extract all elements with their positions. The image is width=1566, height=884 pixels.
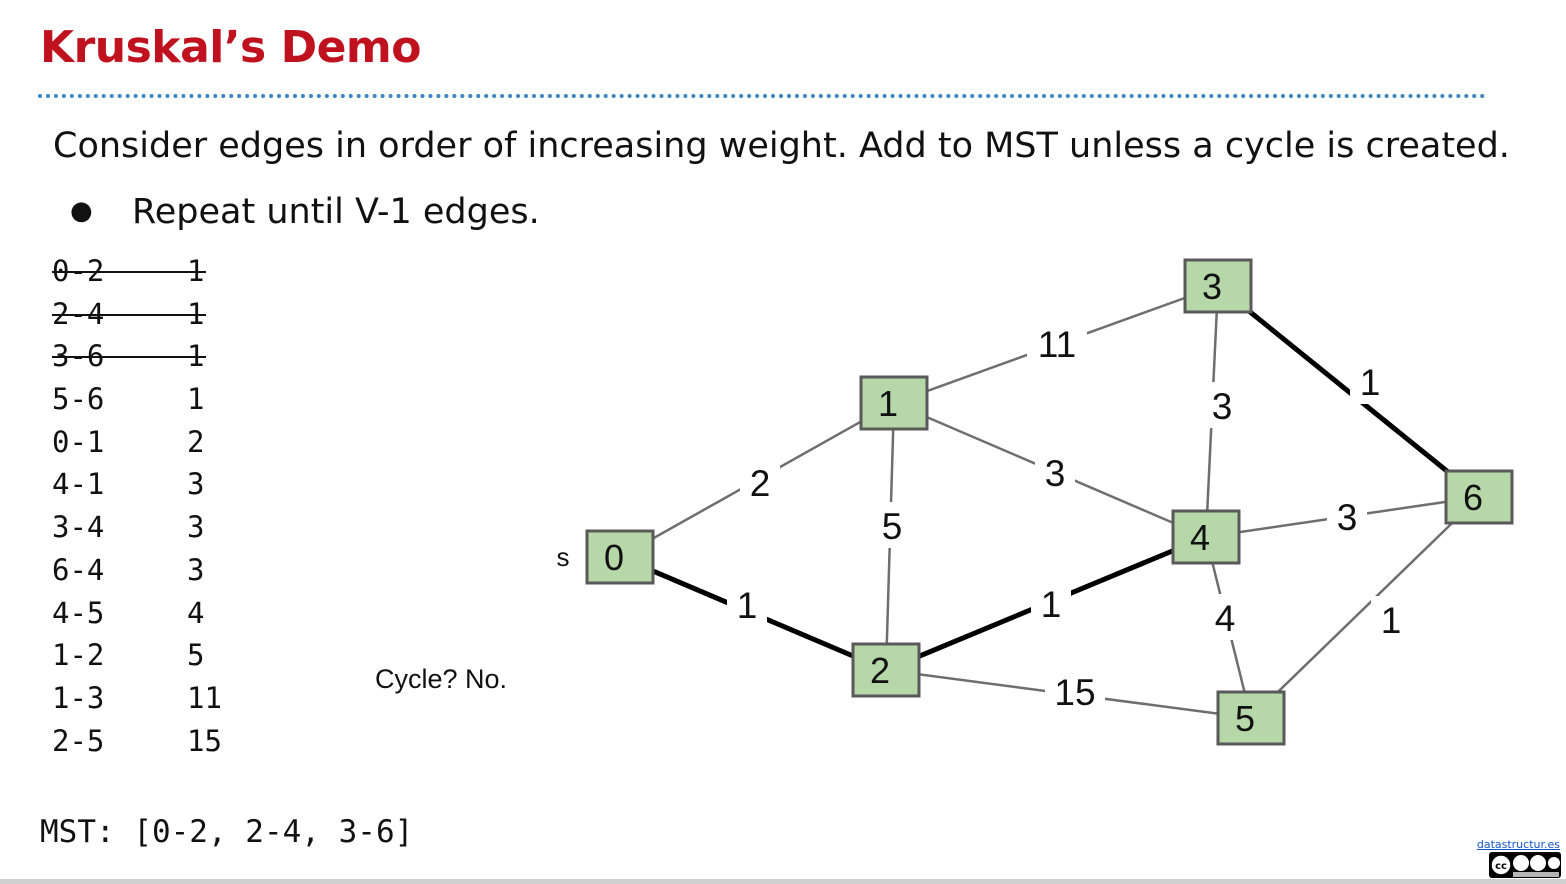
footer-bar	[0, 879, 1566, 884]
edge-list-row: 5-6 1	[52, 378, 252, 421]
edge-list-row: 3-4 3	[52, 506, 252, 549]
edge-label-bg	[1035, 449, 1075, 495]
edge-label-bg	[727, 581, 767, 627]
source-label: s	[557, 542, 570, 572]
edge-label-bg	[1327, 493, 1367, 539]
edge-label-bg	[1031, 580, 1071, 626]
node-label-1: 1	[878, 383, 898, 424]
edge-list-edge: 5-6	[52, 382, 105, 417]
edge-list-edge: 4-1	[52, 467, 105, 502]
edge-weight-1-2: 5	[882, 506, 903, 547]
credit-link[interactable]: datastructur.es	[1476, 838, 1560, 851]
edge-5-6	[1250, 496, 1480, 719]
edge-list-edge: 6-4	[52, 552, 105, 587]
edge-list-row: 4-1 3	[52, 463, 252, 506]
edge-list-row: 1-3 11	[52, 677, 252, 720]
edge-label-bg	[1202, 382, 1242, 428]
edge-list-row: 0-1 2	[52, 421, 252, 464]
edge-label-bg	[740, 459, 780, 505]
node-6	[1444, 469, 1514, 525]
edge-label-bg	[1371, 596, 1411, 642]
edge-list-row: 6-4 3	[52, 549, 252, 592]
edge-weight-3-4: 3	[1212, 386, 1233, 427]
edge-label-bg	[1205, 594, 1245, 640]
node-label-5: 5	[1235, 698, 1255, 739]
edge-list-edge: 0-1	[52, 424, 105, 459]
bullet-icon: ●	[70, 196, 93, 226]
edge-list-row: 2-5 15	[52, 720, 252, 763]
edge-weight-2-5: 15	[1054, 672, 1095, 713]
node-label-4: 4	[1190, 517, 1210, 558]
edge-weight-0-1: 2	[750, 463, 771, 504]
node-0	[585, 529, 655, 585]
edge-list-weight: 3	[187, 552, 205, 587]
edge-list-weight: 3	[187, 467, 205, 502]
slide-title: Kruskal’s Demo	[40, 22, 422, 73]
node-2	[851, 642, 921, 698]
edge-label-bg	[1045, 668, 1105, 714]
node-label-2: 2	[870, 650, 890, 691]
edge-list-edge: 4-5	[52, 595, 105, 630]
node-1	[859, 375, 929, 431]
edge-weight-1-3: 11	[1038, 324, 1076, 365]
edge-weight-1-4: 3	[1045, 453, 1066, 494]
edge-list-row: 1-2 5	[52, 634, 252, 677]
node-3	[1183, 258, 1253, 314]
edge-label-bg	[1027, 320, 1087, 366]
edge-list-weight: 2	[187, 424, 205, 459]
node-5	[1216, 690, 1286, 746]
svg-text:cc: cc	[1495, 861, 1507, 872]
edge-list-weight: 15	[187, 723, 222, 758]
edge-weight-5-6: 1	[1381, 600, 1402, 641]
edge-list-weight: 1	[187, 382, 205, 417]
node-label-3: 3	[1202, 266, 1222, 307]
edge-list-edge: 2-5	[52, 723, 105, 758]
node-4	[1171, 509, 1241, 565]
edge-label-bg	[872, 502, 912, 548]
mst-summary: MST: [0-2, 2-4, 3-6]	[40, 814, 414, 850]
title-divider	[38, 94, 1486, 98]
edge-list-weight: 3	[187, 510, 205, 545]
edge-list-edge: 1-3	[52, 680, 105, 715]
edge-list-row: 4-5 4	[52, 592, 252, 635]
node-label-0: 0	[604, 537, 624, 578]
edge-weight-3-6: 1	[1360, 362, 1381, 403]
edge-list-edge: 3-4	[52, 510, 105, 545]
edge-list-weight: 4	[187, 595, 205, 630]
rule-text: Consider edges in order of increasing we…	[53, 126, 1510, 166]
node-label-6: 6	[1463, 477, 1483, 518]
edge-weight-0-2: 1	[737, 585, 758, 626]
edge-weight-4-6: 3	[1337, 497, 1358, 538]
edge-weight-2-4: 1	[1041, 584, 1062, 625]
cc-by-nc-sa-icon: cc	[1489, 852, 1561, 878]
edge-label-bg	[1350, 358, 1390, 404]
bullet-text: Repeat until V-1 edges.	[132, 192, 540, 232]
edge-list-edge: 1-2	[52, 638, 105, 673]
cycle-status: Cycle? No.	[375, 664, 508, 694]
edge-list-weight: 11	[187, 680, 222, 715]
edge-list-weight: 5	[187, 638, 205, 673]
edge-weight-4-5: 4	[1215, 598, 1236, 639]
edge-3-6	[1216, 284, 1481, 499]
